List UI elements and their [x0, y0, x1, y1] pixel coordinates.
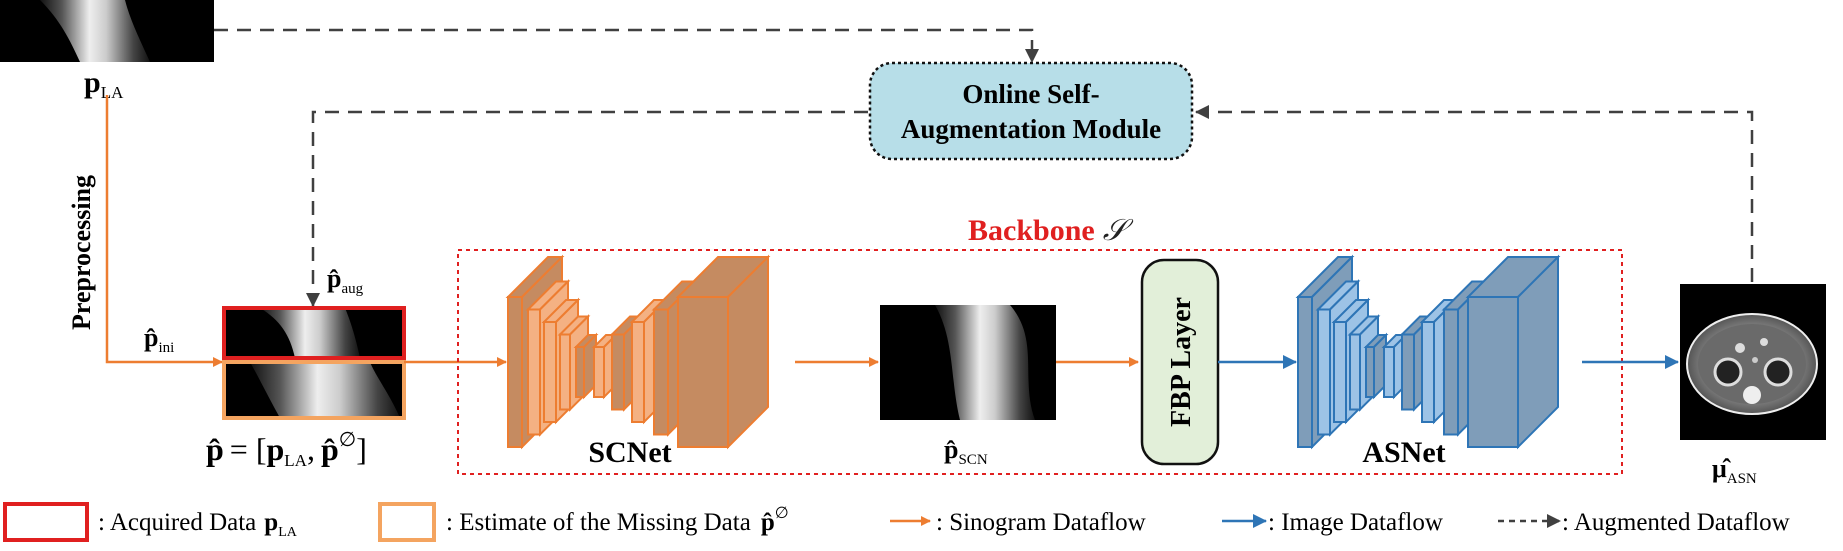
ct-output-image	[1680, 284, 1826, 440]
preprocessing-label: Preprocessing	[67, 175, 96, 330]
augmentation-module-box	[868, 61, 1194, 161]
augmented-flow-input	[214, 28, 1039, 63]
asnet-label: ASNet	[1362, 436, 1445, 469]
legend-acquired-swatch	[3, 502, 89, 542]
legend-image-text: : Image Dataflow	[1268, 509, 1443, 536]
acquired-sinogram-image	[222, 306, 406, 360]
mu-asn-label: μ̂ASN	[1712, 454, 1757, 487]
scnet-label: SCNet	[588, 436, 671, 469]
p-scn-label: p̂SCN	[944, 435, 988, 468]
scn-output-sinogram-image	[880, 305, 1056, 420]
input-sinogram-image	[0, 0, 214, 62]
legend-sinogram-text: : Sinogram Dataflow	[936, 509, 1146, 536]
fbp-layer-label: FBP Layer	[1166, 297, 1197, 427]
scnet-layer-block	[675, 254, 771, 450]
p-la-label: pLA	[84, 66, 124, 102]
asnet-layer-block	[1465, 254, 1561, 450]
augmentation-module-line1: Online Self-	[962, 79, 1099, 109]
p-ini-label: p̂ini	[144, 323, 174, 356]
scnet-network	[505, 254, 771, 450]
preprocessing-line	[105, 95, 223, 367]
stack-formula: p̂= [pLA,p̂∅]	[206, 429, 367, 470]
legend-estimate-swatch	[378, 502, 436, 542]
legend-augmented-text: : Augmented Dataflow	[1562, 509, 1790, 536]
p-aug-label: p̂aug	[327, 264, 364, 297]
estimated-sinogram-image	[222, 360, 406, 420]
augmented-flow-feedback	[1195, 105, 1754, 282]
augmentation-module-line2: Augmentation Module	[901, 114, 1161, 144]
augmented-flow-output	[306, 110, 868, 307]
asnet-network	[1295, 254, 1561, 450]
